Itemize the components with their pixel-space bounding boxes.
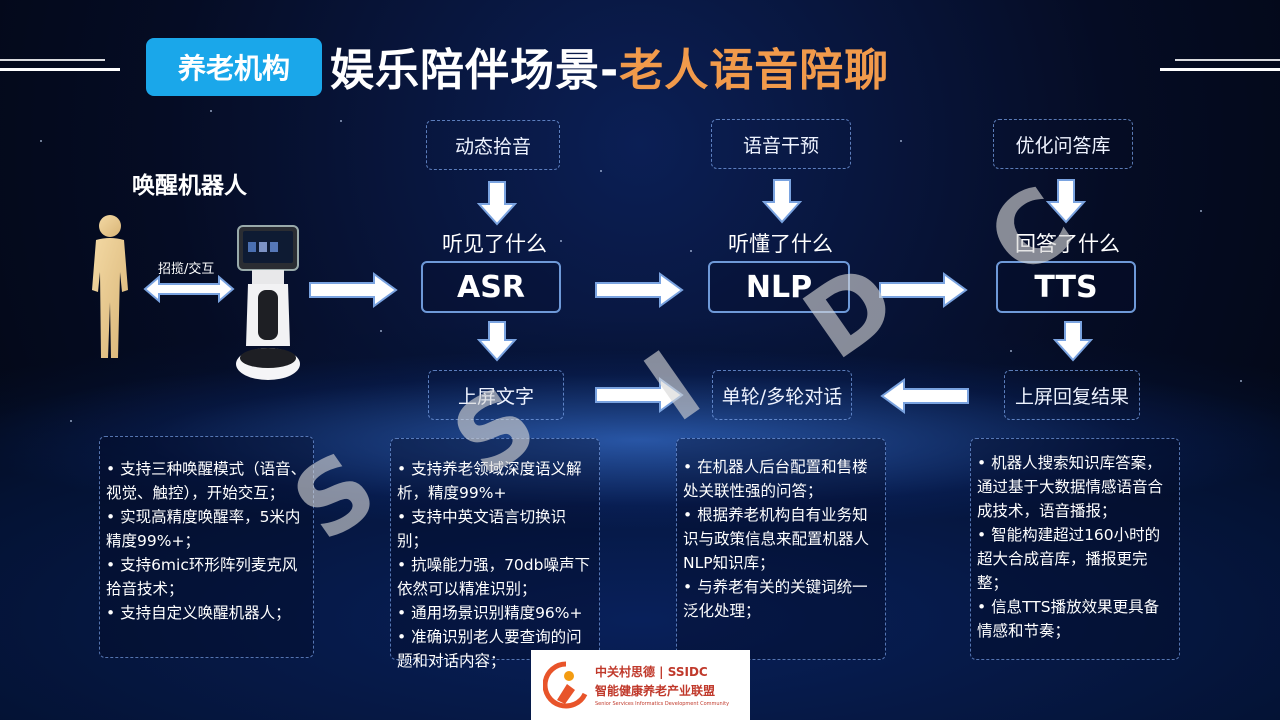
desc-line: • 支持三种唤醒模式（语音、视觉、触控），开始交互； [106,460,307,502]
desc-line: • 通用场景识别精度96%+ [397,604,583,622]
desc-nlp: • 在机器人后台配置和售楼处关联性强的问答； • 根据养老机构自有业务知识与政策… [676,438,886,660]
flow-arrow-nlp-tts [879,272,968,308]
ssidc-logo: 中关村思德 | SSIDC 智能健康养老产业联盟 Senior Services… [531,650,750,720]
desc-line: • 与养老有关的关键词统一泛化处理； [683,578,868,620]
desc-line: • 根据养老机构自有业务知识与政策信息来配置机器人NLP知识库； [683,506,870,572]
title-white: 娱乐陪伴场景- [330,45,620,96]
stage-tts-question: 回答了什么 [1015,232,1120,256]
header-line-left-2 [0,59,105,61]
desc-line: • 信息TTS播放效果更具备情感和节奏； [977,598,1160,640]
desc-line: • 支持6mic环形阵列麦克风拾音技术； [106,556,298,598]
title-orange: 老人语音陪聊 [619,45,890,96]
desc-line: • 智能构建超过160小时的超大合成音库，播报更完整； [977,526,1161,592]
desc-line: • 机器人搜索知识库答案，通过基于大数据情感语音合成技术，语音播报； [977,454,1164,520]
desc-line: • 在机器人后台配置和售楼处关联性强的问答； [683,458,868,500]
flow-arrow-robot-asr [309,272,398,308]
robot-image [236,225,300,380]
down-arrow-nlp-top [762,179,802,224]
logo-line1: 中关村思德 | SSIDC [595,665,708,679]
category-tag: 养老机构 [146,38,322,96]
desc-wake: • 支持三种唤醒模式（语音、视觉、触控），开始交互； • 实现高精度唤醒率，5米… [99,436,314,658]
stage-asr-main: ASR [421,261,561,313]
stage-nlp-main: NLP [708,261,850,313]
logo-line3: Senior Services Informatics Development … [595,701,730,707]
desc-asr: • 支持养老领域深度语义解析，精度99%+ • 支持中英文语言切换识别； • 抗… [390,438,600,670]
logo-mark-icon [543,661,588,709]
stage-nlp-question: 听懂了什么 [728,232,833,256]
stage-asr-question: 听见了什么 [442,232,547,256]
stage-tts-main: TTS [996,261,1136,313]
flow-arrow-result-dialog [880,378,969,414]
desc-line: • 支持养老领域深度语义解析，精度99%+ [397,460,582,502]
stage-asr-bottom-box: 上屏文字 [428,370,564,420]
header-line-right-2 [1175,59,1280,61]
flow-arrow-text-dialog [595,377,684,413]
stage-tts-top-box: 优化问答库 [993,119,1133,169]
logo-line2: 智能健康养老产业联盟 [595,684,716,698]
desc-line: • 支持自定义唤醒机器人； [106,604,291,622]
desc-line: • 抗噪能力强，70db噪声下依然可以精准识别； [397,556,590,598]
flow-arrow-asr-nlp [595,272,684,308]
desc-line: • 实现高精度唤醒率，5米内精度99%+； [106,508,301,550]
stage-nlp-bottom-box: 单轮/多轮对话 [712,370,852,420]
person-icon [92,215,128,358]
header-line-left [0,68,120,71]
desc-line: • 支持中英文语言切换识别； [397,508,567,550]
desc-tts: • 机器人搜索知识库答案，通过基于大数据情感语音合成技术，语音播报； • 智能构… [970,438,1180,660]
page-title: 娱乐陪伴场景-老人语音陪聊 [330,34,889,98]
down-arrow-asr-bottom [477,321,517,362]
header-line-right [1160,68,1280,71]
wake-robot-title: 唤醒机器人 [132,173,247,199]
down-arrow-tts-bottom [1053,321,1093,362]
down-arrow-asr-top [477,181,517,226]
desc-line: • 准确识别老人要查询的问题和对话内容； [397,628,582,670]
double-arrow-icon [143,275,235,303]
stage-asr-top-box: 动态拾音 [426,120,560,170]
stage-nlp-top-box: 语音干预 [711,119,851,169]
interact-label: 招揽/交互 [158,262,215,277]
stage-tts-bottom-box: 上屏回复结果 [1004,370,1140,420]
down-arrow-tts-top [1046,179,1086,224]
